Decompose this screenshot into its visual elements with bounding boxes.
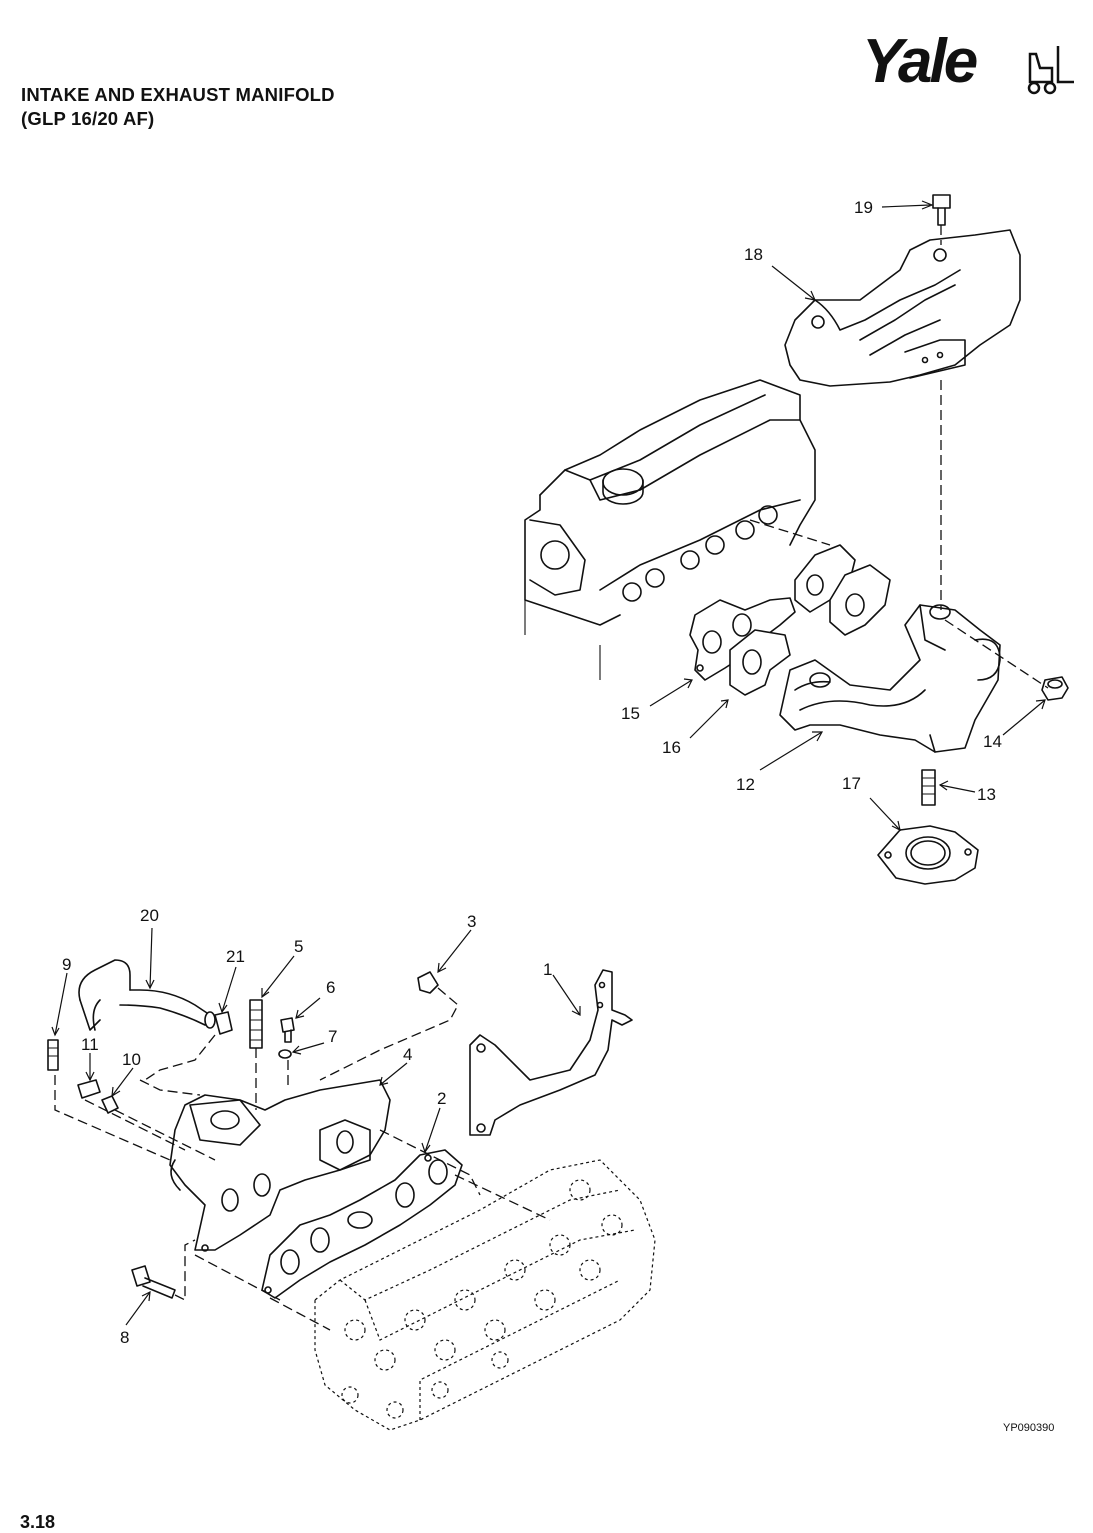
callout-8: 8 — [120, 1328, 129, 1347]
callout-16: 16 — [662, 738, 681, 757]
yale-logo: Yale — [862, 27, 1074, 96]
callout-6: 6 — [326, 978, 335, 997]
callout-1: 1 — [543, 960, 552, 979]
intake-manifold-4 — [169, 1079, 391, 1252]
nut-14 — [1041, 676, 1069, 701]
callout-9: 9 — [62, 955, 71, 974]
callout-15: 15 — [621, 704, 640, 723]
gasket-17 — [877, 825, 979, 885]
callout-4: 4 — [403, 1045, 412, 1064]
cylinder-head-lower — [314, 1159, 656, 1431]
sleeve-11 — [77, 1079, 101, 1099]
leader-lines — [51, 200, 1046, 1326]
callout-7: 7 — [328, 1027, 337, 1046]
fitting-6 — [280, 1017, 295, 1043]
brand-wordmark: Yale — [862, 27, 977, 96]
clamp-10 — [101, 1095, 119, 1114]
callout-3: 3 — [467, 912, 476, 931]
callout-17: 17 — [842, 774, 861, 793]
title-line-1: INTAKE AND EXHAUST MANIFOLD — [21, 84, 335, 105]
figure-reference: YP090390 — [1003, 1422, 1055, 1434]
callout-5: 5 — [294, 937, 303, 956]
bolt-19 — [932, 194, 951, 226]
callout-13: 13 — [977, 785, 996, 804]
nut-3 — [417, 971, 439, 994]
callout-20: 20 — [140, 906, 159, 925]
intake-gasket-2 — [261, 1149, 463, 1299]
stud-13 — [921, 769, 936, 806]
callout-12: 12 — [736, 775, 755, 794]
stud-5 — [249, 999, 263, 1049]
callout-2: 2 — [437, 1089, 446, 1108]
lower-assembly-lines — [54, 987, 551, 1331]
cylinder-head-upper — [524, 379, 816, 680]
page-number: 3.18 — [20, 1512, 56, 1532]
exhaust-gasket-16 — [729, 629, 791, 696]
page-title: INTAKE AND EXHAUST MANIFOLD (GLP 16/20 A… — [21, 83, 335, 131]
callout-10: 10 — [122, 1050, 141, 1069]
forklift-icon — [1027, 46, 1074, 95]
exhaust-manifold-12 — [779, 604, 1001, 753]
assembly-line-head — [749, 519, 831, 546]
exhaust-gasket-upper — [794, 544, 891, 636]
callout-14: 14 — [983, 732, 1002, 751]
title-line-2: (GLP 16/20 AF) — [21, 108, 155, 129]
callout-18: 18 — [744, 245, 763, 264]
callout-labels: 1 2 3 4 5 6 7 8 9 10 11 12 13 14 15 16 1… — [62, 198, 1002, 1347]
plug-9 — [47, 1039, 59, 1071]
callout-11: 11 — [81, 1035, 99, 1054]
heat-shield-18 — [784, 229, 1021, 387]
callout-19: 19 — [854, 198, 873, 217]
callout-21: 21 — [226, 947, 245, 966]
bolt-8 — [131, 1265, 176, 1299]
clamp-21 — [214, 1011, 233, 1035]
bracket-1 — [469, 969, 633, 1136]
assembly-line-nut — [944, 619, 1049, 689]
washer-7 — [278, 1049, 292, 1059]
hose-20 — [78, 959, 216, 1031]
